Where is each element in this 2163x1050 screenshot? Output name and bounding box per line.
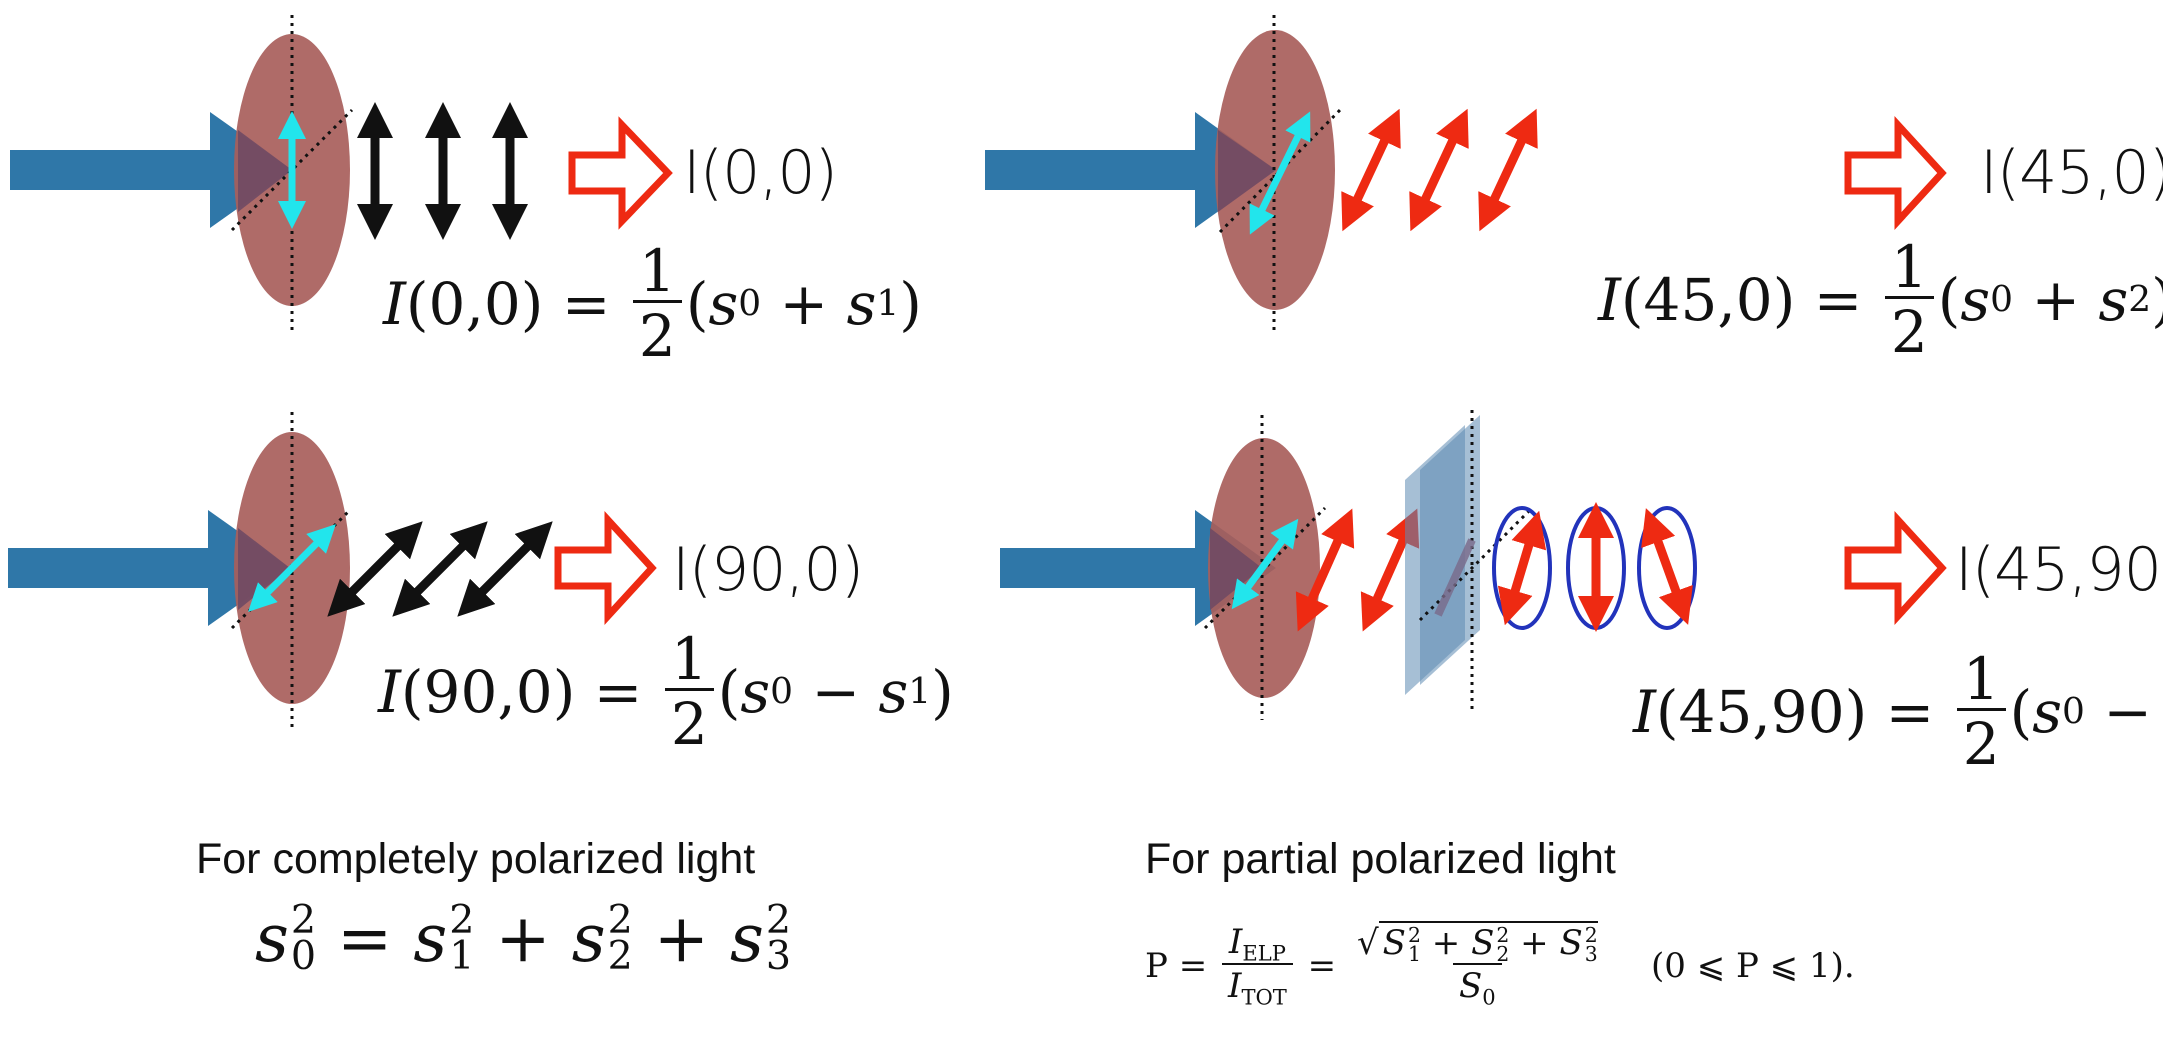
panel-bottom-left [8, 412, 657, 728]
dim-polarization-arrow [1434, 538, 1476, 617]
diagonal-axis-dotted [1218, 106, 1344, 234]
red-polarization-arrow [1497, 510, 1547, 626]
red-polarization-arrow [1360, 508, 1420, 632]
black-polarization-arrow [327, 521, 423, 617]
red-polarization-arrow [1341, 108, 1401, 232]
intensity-label-90-0: I(90,0) [672, 535, 864, 605]
circular-polarization-ellipse [1637, 506, 1697, 630]
black-polarization-arrow [392, 521, 488, 617]
caption-completely-polarized: For completely polarized light [196, 835, 756, 883]
equation-i-45-0: I(45,0) = 12(s0 + s2) [1598, 233, 2163, 366]
lens-overlap [1218, 130, 1276, 212]
panel-bottom-right [1000, 410, 1947, 720]
cyan-polarization-arrow [1249, 111, 1311, 235]
cyan-polarization-arrow [248, 524, 336, 612]
intensity-label-45-90: I(45,90) [1955, 535, 2163, 605]
intensity-label-0-0: I(0,0) [683, 138, 838, 208]
hollow-arrow-right-icon [1844, 511, 1947, 625]
red-polarization-arrow [1478, 108, 1538, 232]
hollow-arrow-right-icon [1844, 116, 1947, 230]
lens-overlap [238, 130, 292, 212]
beam-arrow-icon [8, 510, 290, 626]
beam-arrow-icon [985, 112, 1276, 228]
red-polarization-arrow [1409, 108, 1469, 232]
equation-i-45-90: I(45,90) = 12(s0 − s3) [1633, 645, 2152, 778]
hollow-arrow-right-icon [568, 116, 673, 230]
panel-top-left [10, 15, 673, 330]
quarter-wave-plate-front [1405, 425, 1465, 695]
beam-arrow-icon [10, 112, 292, 228]
red-polarization-arrow [1295, 508, 1355, 632]
red-polarization-arrow [1641, 508, 1693, 625]
black-polarization-arrow [457, 521, 553, 617]
panel-top-right [985, 15, 1947, 330]
hollow-arrow-right-icon [554, 511, 657, 625]
intensity-label-45-0: I(45,0) [1980, 138, 2163, 208]
caption-partial-polarized: For partial polarized light [1145, 835, 1616, 883]
cyan-polarization-arrow [1231, 518, 1299, 610]
circular-polarization-ellipse [1492, 506, 1552, 630]
beam-arrow-icon [1000, 510, 1276, 626]
